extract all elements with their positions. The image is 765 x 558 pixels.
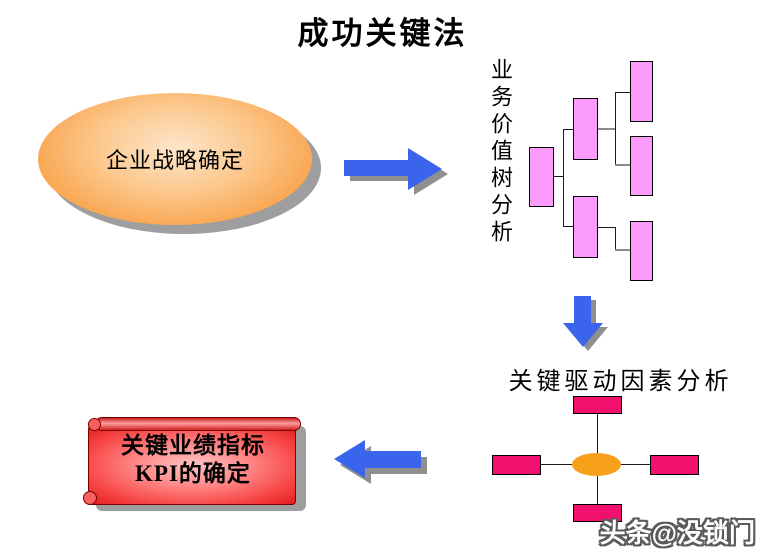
tree-node-mid-lower (573, 196, 598, 258)
tree-connector (615, 164, 630, 166)
kpi-scroll-curl-top (88, 418, 101, 431)
kpi-scroll-line1: 关键业绩指标 (121, 433, 265, 458)
right-arrow-body (344, 148, 442, 190)
tree-connector (563, 226, 573, 227)
right-arrow-icon (344, 148, 448, 195)
watermark-label: 头条@没锁门 (599, 518, 755, 548)
tree-connector (598, 227, 615, 228)
left-arrow-icon (334, 440, 427, 484)
strategy-ellipse: 企业战略确定 (38, 93, 312, 225)
down-arrow-body (563, 296, 603, 347)
tree-node-root (529, 147, 554, 207)
tree-connector (554, 176, 563, 177)
left-arrow-body (334, 440, 421, 478)
driver-connector (621, 464, 650, 465)
tree-node-leaf-bottom (630, 221, 653, 281)
tree-node-mid-upper (573, 98, 598, 160)
driver-connector (541, 464, 572, 465)
kpi-scroll-label: 关键业绩指标 KPI的确定 (96, 432, 290, 488)
kpi-scroll-top-roll (95, 417, 301, 431)
driver-node-bottom (573, 504, 622, 522)
down-arrow-icon (563, 296, 608, 351)
driver-analysis-label: 关键驱动因素分析 (508, 369, 733, 395)
tree-connector (598, 128, 615, 130)
tree-connector (615, 249, 630, 251)
tree-connector (563, 129, 564, 227)
tree-node-leaf-top (630, 61, 653, 122)
driver-hub-ellipse (572, 453, 621, 476)
kpi-scroll-line2: KPI的确定 (135, 461, 251, 486)
tree-connector (615, 227, 616, 251)
value-tree-label: 业务价值树分析 (488, 58, 513, 247)
page-title: 成功关键法 (297, 16, 468, 51)
driver-node-left (492, 455, 541, 475)
tree-connector (563, 129, 573, 130)
driver-node-right (650, 455, 699, 475)
tree-node-leaf-middle (630, 136, 653, 196)
strategy-ellipse-label: 企业战略确定 (105, 148, 244, 173)
driver-connector (597, 414, 598, 455)
kpi-scroll-curl-bottom (83, 491, 97, 505)
driver-connector (597, 476, 598, 504)
driver-node-top (573, 396, 622, 414)
tree-connector (615, 92, 630, 93)
tree-connector (615, 92, 616, 166)
